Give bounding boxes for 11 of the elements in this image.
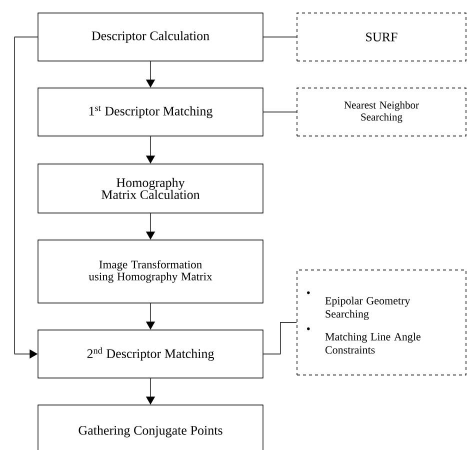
process-box: 2$^{nd}$ Descriptor Matching xyxy=(38,330,264,378)
method-box: Nearest Neighbor Searching xyxy=(296,88,466,136)
process-box: Image Transformation using Homography Matrix xyxy=(38,240,264,304)
process-box: Descriptor Calculation xyxy=(38,12,264,62)
process-box: 1$^{st}$ Descriptor Matching xyxy=(38,88,264,136)
connector-line xyxy=(263,322,297,354)
process-box: Homography Matrix Calculation xyxy=(38,164,264,214)
method-box: SURF xyxy=(296,12,466,62)
connector-line xyxy=(263,36,297,38)
process-box: Gathering Conjugate Points xyxy=(38,404,264,450)
note-box: Epipolar Geometry Searching Matching Line Angle Constraints xyxy=(296,270,466,376)
